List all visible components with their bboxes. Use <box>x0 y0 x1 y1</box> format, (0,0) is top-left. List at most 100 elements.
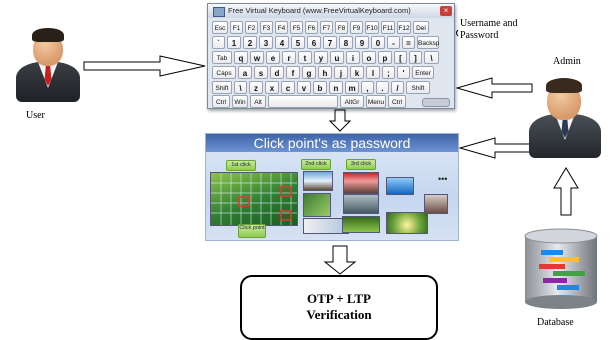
arrow-user-to-keyboard <box>83 55 206 77</box>
key-s[interactable]: s <box>254 66 268 79</box>
key-b[interactable]: b <box>313 81 327 94</box>
key-l[interactable]: l <box>366 66 380 79</box>
database-icon <box>524 228 598 309</box>
grid-overlay <box>211 173 297 225</box>
key-2[interactable]: 2 <box>243 36 257 49</box>
key-ctrl[interactable]: Ctrl <box>212 95 230 108</box>
key-9[interactable]: 9 <box>355 36 369 49</box>
key-f6[interactable]: F6 <box>305 21 318 34</box>
key-symbol[interactable]: . <box>376 81 389 94</box>
key-caps[interactable]: Caps <box>212 66 236 79</box>
arrow-admin-to-keyboard <box>455 77 533 99</box>
key-8[interactable]: 8 <box>339 36 353 49</box>
key-esc[interactable]: Esc <box>212 21 228 34</box>
key-e[interactable]: e <box>266 51 280 64</box>
key-7[interactable]: 7 <box>323 36 337 49</box>
key-alt[interactable]: Alt <box>250 95 266 108</box>
key-n[interactable]: n <box>329 81 343 94</box>
key-f10[interactable]: F10 <box>365 21 379 34</box>
key-d[interactable]: d <box>270 66 284 79</box>
key-f11[interactable]: F11 <box>381 21 395 34</box>
key-f9[interactable]: F9 <box>350 21 363 34</box>
key-h[interactable]: h <box>318 66 332 79</box>
key-ctrl[interactable]: Ctrl <box>388 95 406 108</box>
key-f7[interactable]: F7 <box>320 21 333 34</box>
key-symbol[interactable]: [ <box>394 51 407 64</box>
key-i[interactable]: i <box>346 51 360 64</box>
more-dots: ••• <box>438 174 448 184</box>
key-symbol[interactable]: \ <box>424 51 439 64</box>
key-r[interactable]: r <box>282 51 296 64</box>
key-f8[interactable]: F8 <box>335 21 348 34</box>
key-symbol[interactable]: - <box>387 36 400 49</box>
key-shift[interactable]: Shift <box>406 81 430 94</box>
key-o[interactable]: o <box>362 51 376 64</box>
key-c[interactable]: c <box>281 81 295 94</box>
key-5[interactable]: 5 <box>291 36 305 49</box>
key-win[interactable]: Win <box>232 95 248 108</box>
thumbnail-image <box>424 194 448 214</box>
admin-label: Admin <box>553 56 581 67</box>
key-altgr[interactable]: AltGr <box>340 95 364 108</box>
thumbnail-image <box>386 212 428 234</box>
key-p[interactable]: p <box>378 51 392 64</box>
key-z[interactable]: z <box>249 81 263 94</box>
key-q[interactable]: q <box>234 51 248 64</box>
key-menu[interactable]: Menu <box>366 95 386 108</box>
key-symbol[interactable]: ' <box>397 66 410 79</box>
key-f2[interactable]: F2 <box>245 21 258 34</box>
thumbnail-image <box>342 216 380 233</box>
otp-text: OTP + LTP Verification <box>242 291 436 323</box>
key-k[interactable]: k <box>350 66 364 79</box>
key-symbol[interactable]: , <box>361 81 374 94</box>
key-f12[interactable]: F12 <box>397 21 411 34</box>
click-point-label: Click point <box>238 224 266 238</box>
key-y[interactable]: y <box>314 51 328 64</box>
key-del[interactable]: Del <box>413 21 429 34</box>
click-3-label: 3rd click <box>346 159 376 170</box>
key-symbol[interactable]: ; <box>382 66 395 79</box>
key-4[interactable]: 4 <box>275 36 289 49</box>
key-backsp[interactable]: Backsp <box>417 36 439 49</box>
arrow-keyboard-to-panel <box>328 109 352 132</box>
close-icon[interactable]: × <box>440 6 452 16</box>
user-label: User <box>26 110 45 121</box>
key-t[interactable]: t <box>298 51 312 64</box>
key-j[interactable]: j <box>334 66 348 79</box>
keyboard-title: Free Virtual Keyboard (www.FreeVirtualKe… <box>228 6 411 15</box>
key-f5[interactable]: F5 <box>290 21 303 34</box>
key-symbol[interactable]: ] <box>409 51 422 64</box>
key-3[interactable]: 3 <box>259 36 273 49</box>
key-v[interactable]: v <box>297 81 311 94</box>
key-w[interactable]: w <box>250 51 264 64</box>
key-shift[interactable]: Shift <box>212 81 232 94</box>
thumbnail-image <box>386 177 414 195</box>
key-u[interactable]: u <box>330 51 344 64</box>
key-g[interactable]: g <box>302 66 316 79</box>
user-tie-icon <box>44 64 52 86</box>
thumbnail-image <box>343 172 379 194</box>
key-f3[interactable]: F3 <box>260 21 273 34</box>
key-1[interactable]: 1 <box>227 36 241 49</box>
key-f4[interactable]: F4 <box>275 21 288 34</box>
database-label: Database <box>537 317 574 328</box>
key-symbol[interactable]: ` <box>212 36 225 49</box>
key-space[interactable] <box>268 95 338 108</box>
key-symbol[interactable]: \ <box>234 81 247 94</box>
username-bracket <box>456 29 459 37</box>
key-0[interactable]: 0 <box>371 36 385 49</box>
key-m[interactable]: m <box>345 81 359 94</box>
key-f1[interactable]: F1 <box>230 21 243 34</box>
key-enter[interactable]: Enter <box>412 66 434 79</box>
key-6[interactable]: 6 <box>307 36 321 49</box>
key-f[interactable]: f <box>286 66 300 79</box>
key-tab[interactable]: Tab <box>212 51 232 64</box>
key-a[interactable]: a <box>238 66 252 79</box>
thumbnail-image <box>303 171 333 191</box>
key-x[interactable]: x <box>265 81 279 94</box>
key-symbol[interactable]: / <box>391 81 404 94</box>
key-symbol[interactable]: = <box>402 36 415 49</box>
opacity-slider[interactable] <box>422 98 450 107</box>
